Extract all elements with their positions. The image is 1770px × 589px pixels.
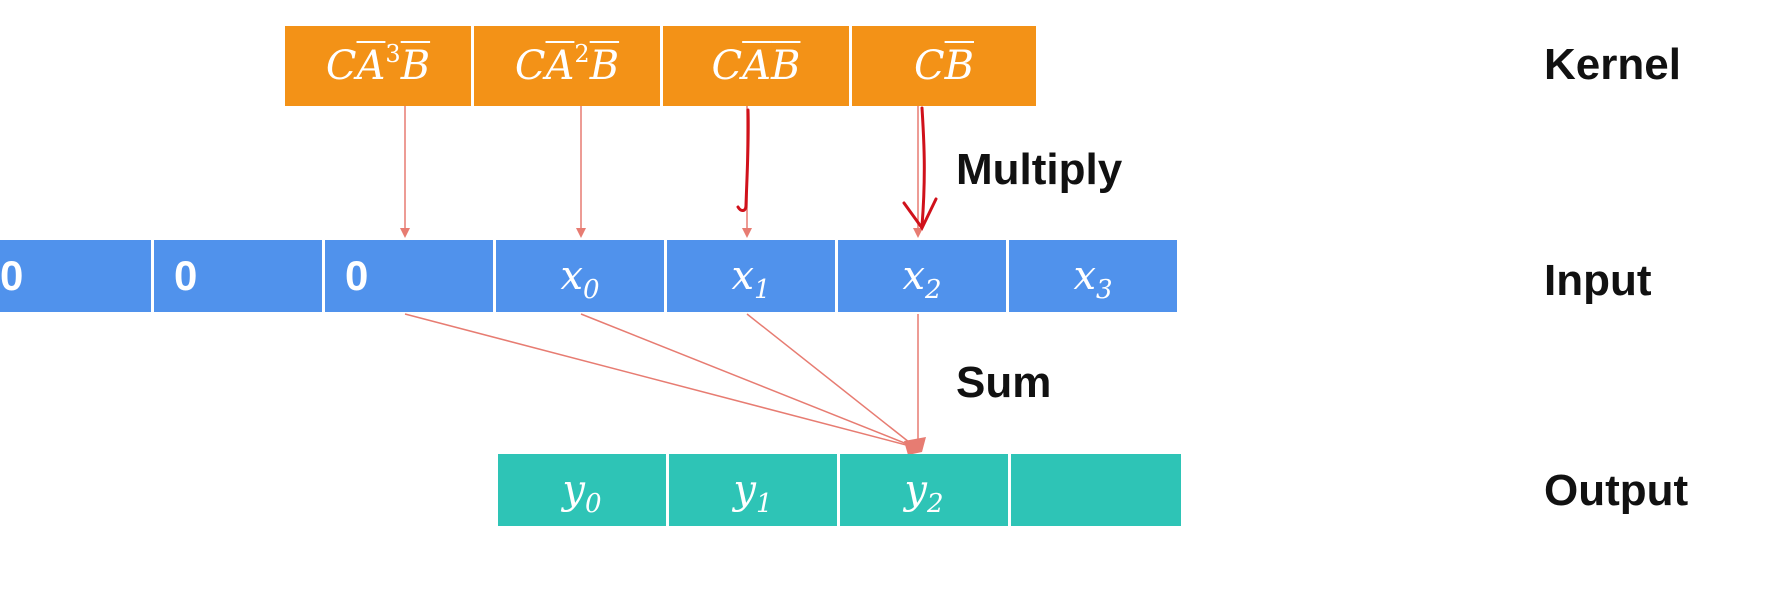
kernel-label: Kernel (1544, 40, 1681, 89)
input-cell-pad-2: 0 (154, 240, 322, 312)
kernel-cell-3: CAB (663, 26, 849, 106)
input-term-x1: x1 (731, 253, 771, 306)
input-cell-pad-1: 0 (0, 240, 151, 312)
sum-lines (404, 313, 926, 455)
output-cell-y1: y1 (669, 454, 837, 526)
kernel-cell-4: CB (852, 26, 1036, 106)
output-cell-empty (1011, 454, 1181, 526)
input-cell-x0: x0 (496, 240, 664, 312)
input-zero-1: 0 (0, 252, 24, 299)
multiply-label: Multiply (956, 145, 1123, 194)
sum-label: Sum (956, 358, 1052, 407)
kernel-term-3: CAB (711, 43, 801, 89)
output-term-y1: y1 (733, 467, 773, 520)
sum-line-3 (746, 313, 915, 447)
input-zero-3: 0 (345, 252, 369, 299)
kernel-cell-1: CA3B (285, 26, 471, 106)
output-label: Output (1544, 466, 1689, 515)
multiply-arrows (400, 106, 923, 238)
kernel-term-2: CA2B (514, 40, 620, 89)
output-cell-y2: y2 (840, 454, 1008, 526)
sum-line-2 (580, 313, 913, 447)
kernel-cell-2: CA2B (474, 26, 660, 106)
sum-arrowhead (904, 437, 926, 455)
input-zero-2: 0 (174, 252, 198, 299)
input-term-x3: x3 (1073, 253, 1113, 306)
input-cell-x3: x3 (1009, 240, 1177, 312)
output-term-y2: y2 (904, 467, 944, 520)
output-cell-y0: y0 (498, 454, 666, 526)
output-term-y0: y0 (562, 467, 602, 520)
input-cell-x2: x2 (838, 240, 1006, 312)
input-cell-x1: x1 (667, 240, 835, 312)
kernel-term-1: CA3B (325, 40, 431, 89)
input-cell-pad-3: 0 (325, 240, 493, 312)
sum-line-1 (404, 313, 911, 447)
kernel-term-4: CB (913, 43, 974, 89)
handwritten-annotation (736, 106, 938, 231)
input-label: Input (1544, 256, 1652, 305)
input-term-x2: x2 (902, 253, 942, 306)
input-term-x0: x0 (560, 253, 600, 306)
